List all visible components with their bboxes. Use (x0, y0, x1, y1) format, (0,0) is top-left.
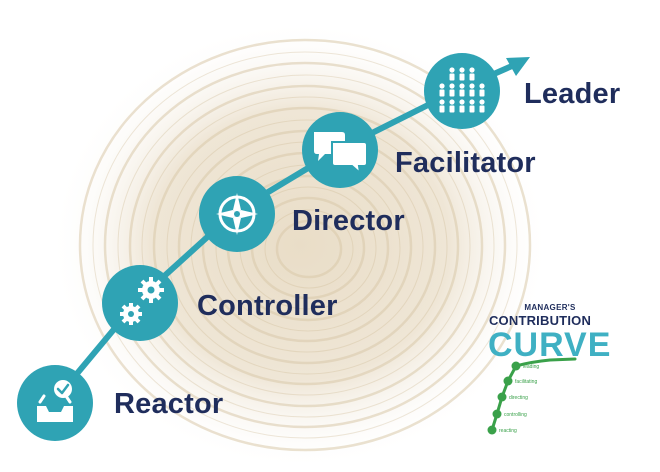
stage-label-controller: Controller (197, 290, 338, 322)
speech-bubbles-icon (314, 132, 368, 176)
stage-label-reactor: Reactor (114, 388, 224, 420)
stage-facilitator-icon (302, 112, 378, 188)
stage-label-leader: Leader (524, 78, 621, 110)
stage-director-icon (199, 176, 275, 252)
logo-line-managers: MANAGER'S (524, 303, 576, 312)
logo-step-directing: directing (509, 395, 528, 401)
gears-icon (120, 277, 164, 325)
logo-line-contribution: CONTRIBUTION (488, 313, 592, 328)
inbox-icon (37, 406, 73, 422)
people-group-icon (439, 67, 485, 113)
logo-step-leading: leading (523, 364, 540, 370)
logo-step-facilitating: facilitating (515, 379, 538, 385)
check-badge-icon (54, 380, 72, 398)
logo-mini-curve (487, 357, 577, 435)
arrow-head-icon (506, 57, 530, 76)
stage-controller-icon (102, 265, 178, 341)
stage-reactor-icon (17, 365, 93, 441)
stage-leader-icon (424, 53, 500, 129)
logo-step-controlling: controlling (504, 412, 527, 418)
stage-label-facilitator: Facilitator (395, 147, 536, 179)
logo-step-reacting: reacting (499, 428, 517, 434)
stage-label-director: Director (292, 205, 405, 237)
compass-icon (216, 193, 258, 235)
logo-line-curve: CURVE (488, 326, 612, 364)
